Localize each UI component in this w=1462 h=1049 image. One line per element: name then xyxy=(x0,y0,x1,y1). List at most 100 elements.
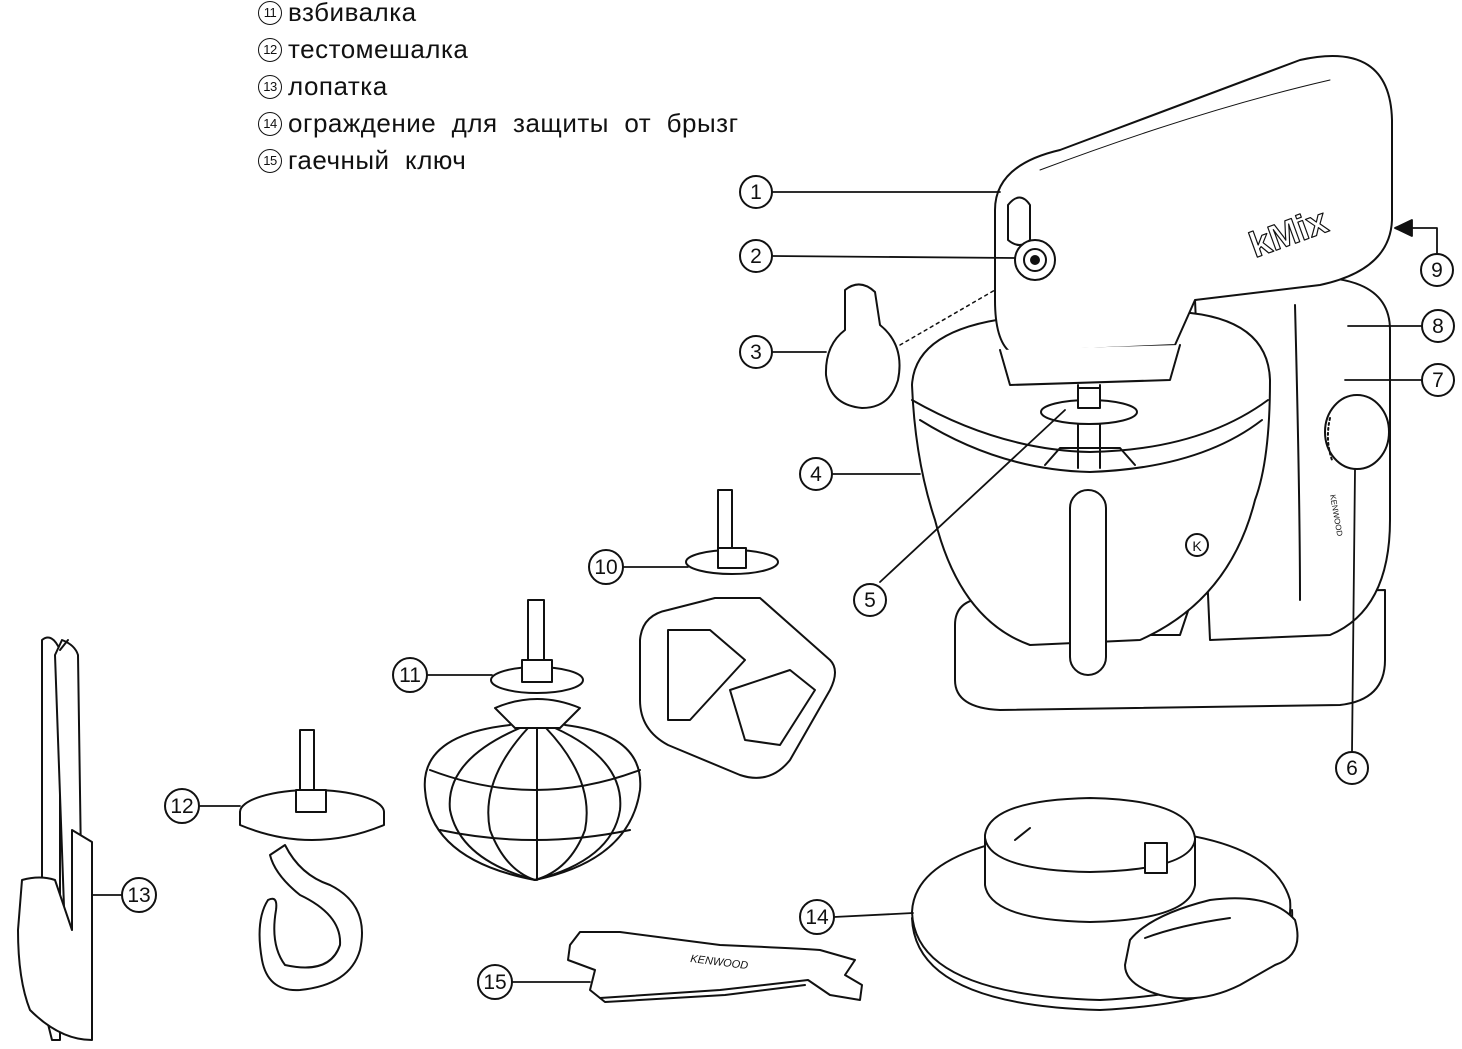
body-seam xyxy=(1294,304,1301,601)
bowl-handle xyxy=(1069,489,1107,676)
outlet-cover xyxy=(824,283,901,409)
whisk-hub xyxy=(494,698,581,729)
guard-ring xyxy=(984,797,1196,923)
hook-coupling xyxy=(295,789,327,813)
wrench-edge xyxy=(599,984,806,1003)
callout-number: 8 xyxy=(1432,315,1444,338)
callout-13: 13 xyxy=(121,877,157,913)
callout-1: 1 xyxy=(739,175,773,209)
legend-item: 14 ограждение для защиты от брызг xyxy=(258,105,739,142)
callout-number: 12 xyxy=(170,795,193,818)
callout-14: 14 xyxy=(799,899,835,935)
guard-ring-inner xyxy=(984,837,1196,873)
callout-circle xyxy=(1421,309,1455,343)
callout-12: 12 xyxy=(164,788,200,824)
callout-circle xyxy=(392,657,428,693)
speed-dial xyxy=(1324,394,1390,470)
whisk-wire xyxy=(423,724,642,881)
legend-number: 13 xyxy=(258,74,282,99)
whisk-wire xyxy=(429,769,641,791)
callout-circle xyxy=(588,549,624,585)
legend-number: 14 xyxy=(258,111,282,136)
whisk-wire xyxy=(439,829,631,841)
drive-socket-center xyxy=(1030,255,1040,265)
wrench-body xyxy=(567,931,863,1001)
callout-circle xyxy=(739,239,773,273)
callout-7: 7 xyxy=(1421,363,1455,397)
leader-lines xyxy=(91,191,1438,983)
callout-10: 10 xyxy=(588,549,624,585)
bowl-emblem-letter: K xyxy=(1192,538,1202,554)
whisk-coupling xyxy=(521,659,553,683)
callout-circle xyxy=(121,877,157,913)
legend-text: гаечный ключ xyxy=(288,145,467,175)
hook-shaft xyxy=(299,729,315,791)
callout-3: 3 xyxy=(739,335,773,369)
dial-ticks xyxy=(1326,417,1333,461)
callout-circle xyxy=(799,899,835,935)
bowl-rim xyxy=(911,399,1269,453)
leader-line-6 xyxy=(1351,469,1356,753)
beater-coupling xyxy=(717,547,747,569)
legend-item: 15 гаечный ключ xyxy=(258,142,739,179)
hook-blade xyxy=(258,844,363,992)
guard-chute-lip xyxy=(1144,917,1231,939)
spatula xyxy=(17,636,93,1041)
bowl-emblem xyxy=(1185,533,1209,557)
callout-circle xyxy=(1420,253,1454,287)
beater-top xyxy=(1044,447,1136,466)
spindle-coupling xyxy=(1077,387,1101,409)
guard-chute xyxy=(1124,897,1299,1000)
callout-number: 11 xyxy=(399,664,421,687)
legend: 11 взбивалка 12 тестомешалка 13 лопатка … xyxy=(258,0,739,179)
whisk-wire xyxy=(448,727,536,881)
leader-line-2 xyxy=(772,255,1016,259)
legend-number: 15 xyxy=(258,148,282,173)
callout-circle xyxy=(1335,751,1369,785)
dough-hook xyxy=(239,729,385,992)
guard-tab xyxy=(1144,842,1168,874)
callout-number: 5 xyxy=(864,589,876,612)
callout-4: 4 xyxy=(799,457,833,491)
callout-11: 11 xyxy=(392,657,428,693)
callout-number: 3 xyxy=(750,341,762,364)
callout-number: 4 xyxy=(810,463,822,486)
callout-8: 8 xyxy=(1421,309,1455,343)
callout-circle xyxy=(799,457,833,491)
callout-5: 5 xyxy=(853,583,887,617)
cover-guide xyxy=(899,289,996,346)
legend-item: 13 лопатка xyxy=(258,68,739,105)
outlet-slot xyxy=(1007,196,1031,246)
spatula-tip xyxy=(59,639,69,651)
whisk-wire xyxy=(534,727,588,881)
whisk-shaft xyxy=(527,599,545,666)
spatula-blade xyxy=(17,829,93,1041)
callout-number: 2 xyxy=(750,245,762,268)
legend-text: тестомешалка xyxy=(288,34,469,64)
callout-circle xyxy=(164,788,200,824)
legend-text: взбивалка xyxy=(288,0,417,27)
wrench: KENWOOD xyxy=(567,931,863,1003)
whisk xyxy=(423,599,642,881)
legend-item: 12 тестомешалка xyxy=(258,31,739,68)
bowl-rim-inner xyxy=(919,419,1263,473)
whisk-wire xyxy=(487,727,536,881)
head-highlight xyxy=(1039,79,1331,171)
splash-guard xyxy=(911,797,1299,1011)
callout-15: 15 xyxy=(477,964,513,1000)
callout-circle xyxy=(853,583,887,617)
head-collar xyxy=(999,344,1181,386)
beater-cutout-left xyxy=(667,629,746,721)
leader-line-14 xyxy=(833,912,914,918)
beater-cutout-right xyxy=(729,669,816,746)
legend-text: ограждение для защиты от брызг xyxy=(288,108,739,138)
callout-number: 6 xyxy=(1346,757,1358,780)
callout-6: 6 xyxy=(1335,751,1369,785)
callout-number: 14 xyxy=(805,906,829,929)
legend-text: лопатка xyxy=(288,71,388,101)
callout-number: 1 xyxy=(750,181,762,204)
callout-9: 9 xyxy=(1420,253,1454,287)
callout-circle xyxy=(477,964,513,1000)
callout-circle xyxy=(739,175,773,209)
callout-number: 10 xyxy=(594,556,617,579)
